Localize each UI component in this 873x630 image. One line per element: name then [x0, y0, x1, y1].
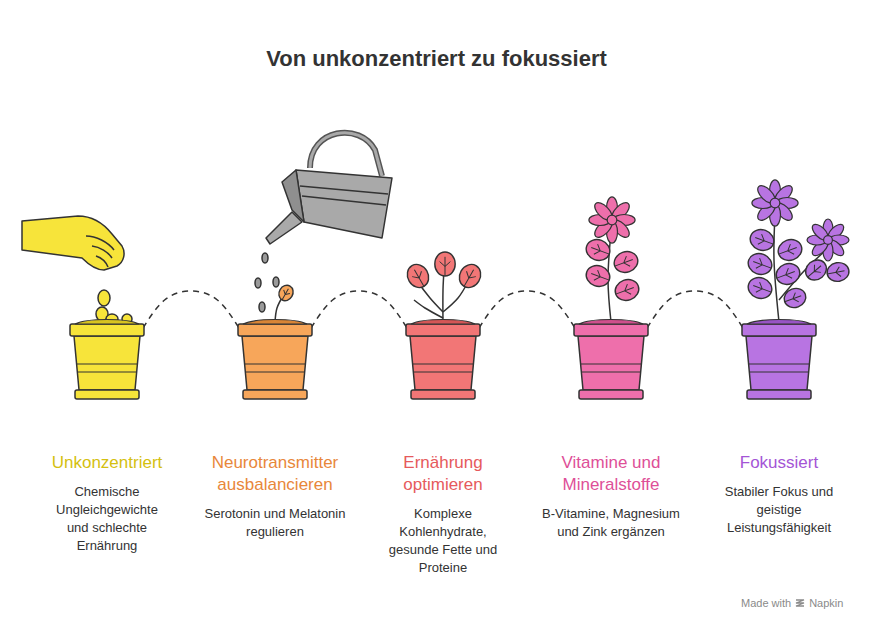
- flower: [807, 219, 849, 261]
- stage-description: Stabiler Fokus und geistige Leistungsfäh…: [709, 483, 849, 537]
- stage-text: Neurotransmitter ausbalancierenSerotonin…: [195, 452, 355, 541]
- leaf: [826, 261, 851, 283]
- flower-pot: [739, 320, 819, 402]
- leaf: [455, 261, 485, 292]
- stage-heading: Ernährung optimieren: [378, 452, 508, 496]
- plant-stem: [443, 270, 444, 322]
- dashed-connector: [479, 291, 575, 328]
- stage-heading: Unkonzentriert: [32, 452, 182, 474]
- stage-heading: Fokussiert: [704, 452, 854, 474]
- stage-text: Vitamine und MineralstoffeB-Vitamine, Ma…: [535, 452, 687, 541]
- leaf: [435, 252, 455, 276]
- stage-text: UnkonzentriertChemische Ungleichgewichte…: [32, 452, 182, 555]
- leaf: [747, 226, 777, 253]
- stage-text: Ernährung optimierenKomplexe Kohlenhydra…: [374, 452, 512, 577]
- flower-pot: [403, 320, 483, 402]
- flower-pot: [571, 320, 651, 402]
- leaf: [745, 274, 775, 301]
- napkin-logo: [795, 598, 805, 608]
- dashed-connector: [143, 291, 239, 328]
- stage-description: Serotonin und Melatonin regulieren: [200, 505, 350, 541]
- leaf: [775, 236, 805, 263]
- hand-illustration: [22, 216, 132, 324]
- leaf: [781, 285, 808, 310]
- plants: [275, 180, 850, 322]
- stage-pot: Neurotransmitter ausbalancierenSerotonin…: [235, 320, 315, 402]
- flower-pot: [67, 320, 147, 402]
- leaf: [403, 261, 433, 292]
- plant-stem: [414, 300, 443, 318]
- diagram-title: Von unkonzentriert zu fokussiert: [0, 46, 873, 72]
- stage-description: Chemische Ungleichgewichte und schlechte…: [45, 483, 170, 555]
- leaf: [773, 260, 803, 287]
- flower: [589, 197, 635, 243]
- watermark-text: Napkin: [809, 597, 843, 609]
- leaf: [276, 283, 296, 304]
- stage-text: FokussiertStabiler Fokus und geistige Le…: [704, 452, 854, 537]
- stage-pot: FokussiertStabiler Fokus und geistige Le…: [739, 320, 819, 402]
- watering-can: [255, 133, 392, 312]
- flower: [752, 180, 798, 226]
- stage-pot: Ernährung optimierenKomplexe Kohlenhydra…: [403, 320, 483, 402]
- stage-pot: Vitamine und MineralstoffeB-Vitamine, Ma…: [571, 320, 651, 402]
- leaf: [583, 262, 613, 289]
- dashed-connector: [311, 291, 407, 328]
- stage-description: B-Vitamine, Magnesium und Zink ergänzen: [535, 505, 687, 541]
- stage-pot: UnkonzentriertChemische Ungleichgewichte…: [67, 320, 147, 402]
- leaf: [745, 250, 775, 277]
- stage-description: Komplexe Kohlenhydrate, gesunde Fette un…: [374, 505, 512, 577]
- flower-pot: [235, 320, 315, 402]
- leaf: [612, 276, 642, 303]
- stage-heading: Vitamine und Mineralstoffe: [536, 452, 686, 496]
- dashed-connector: [647, 291, 743, 328]
- leaf: [611, 248, 641, 275]
- watermark: Made with Napkin: [741, 597, 843, 609]
- watermark-text: Made with: [741, 597, 791, 609]
- stage-heading: Neurotransmitter ausbalancieren: [195, 452, 355, 496]
